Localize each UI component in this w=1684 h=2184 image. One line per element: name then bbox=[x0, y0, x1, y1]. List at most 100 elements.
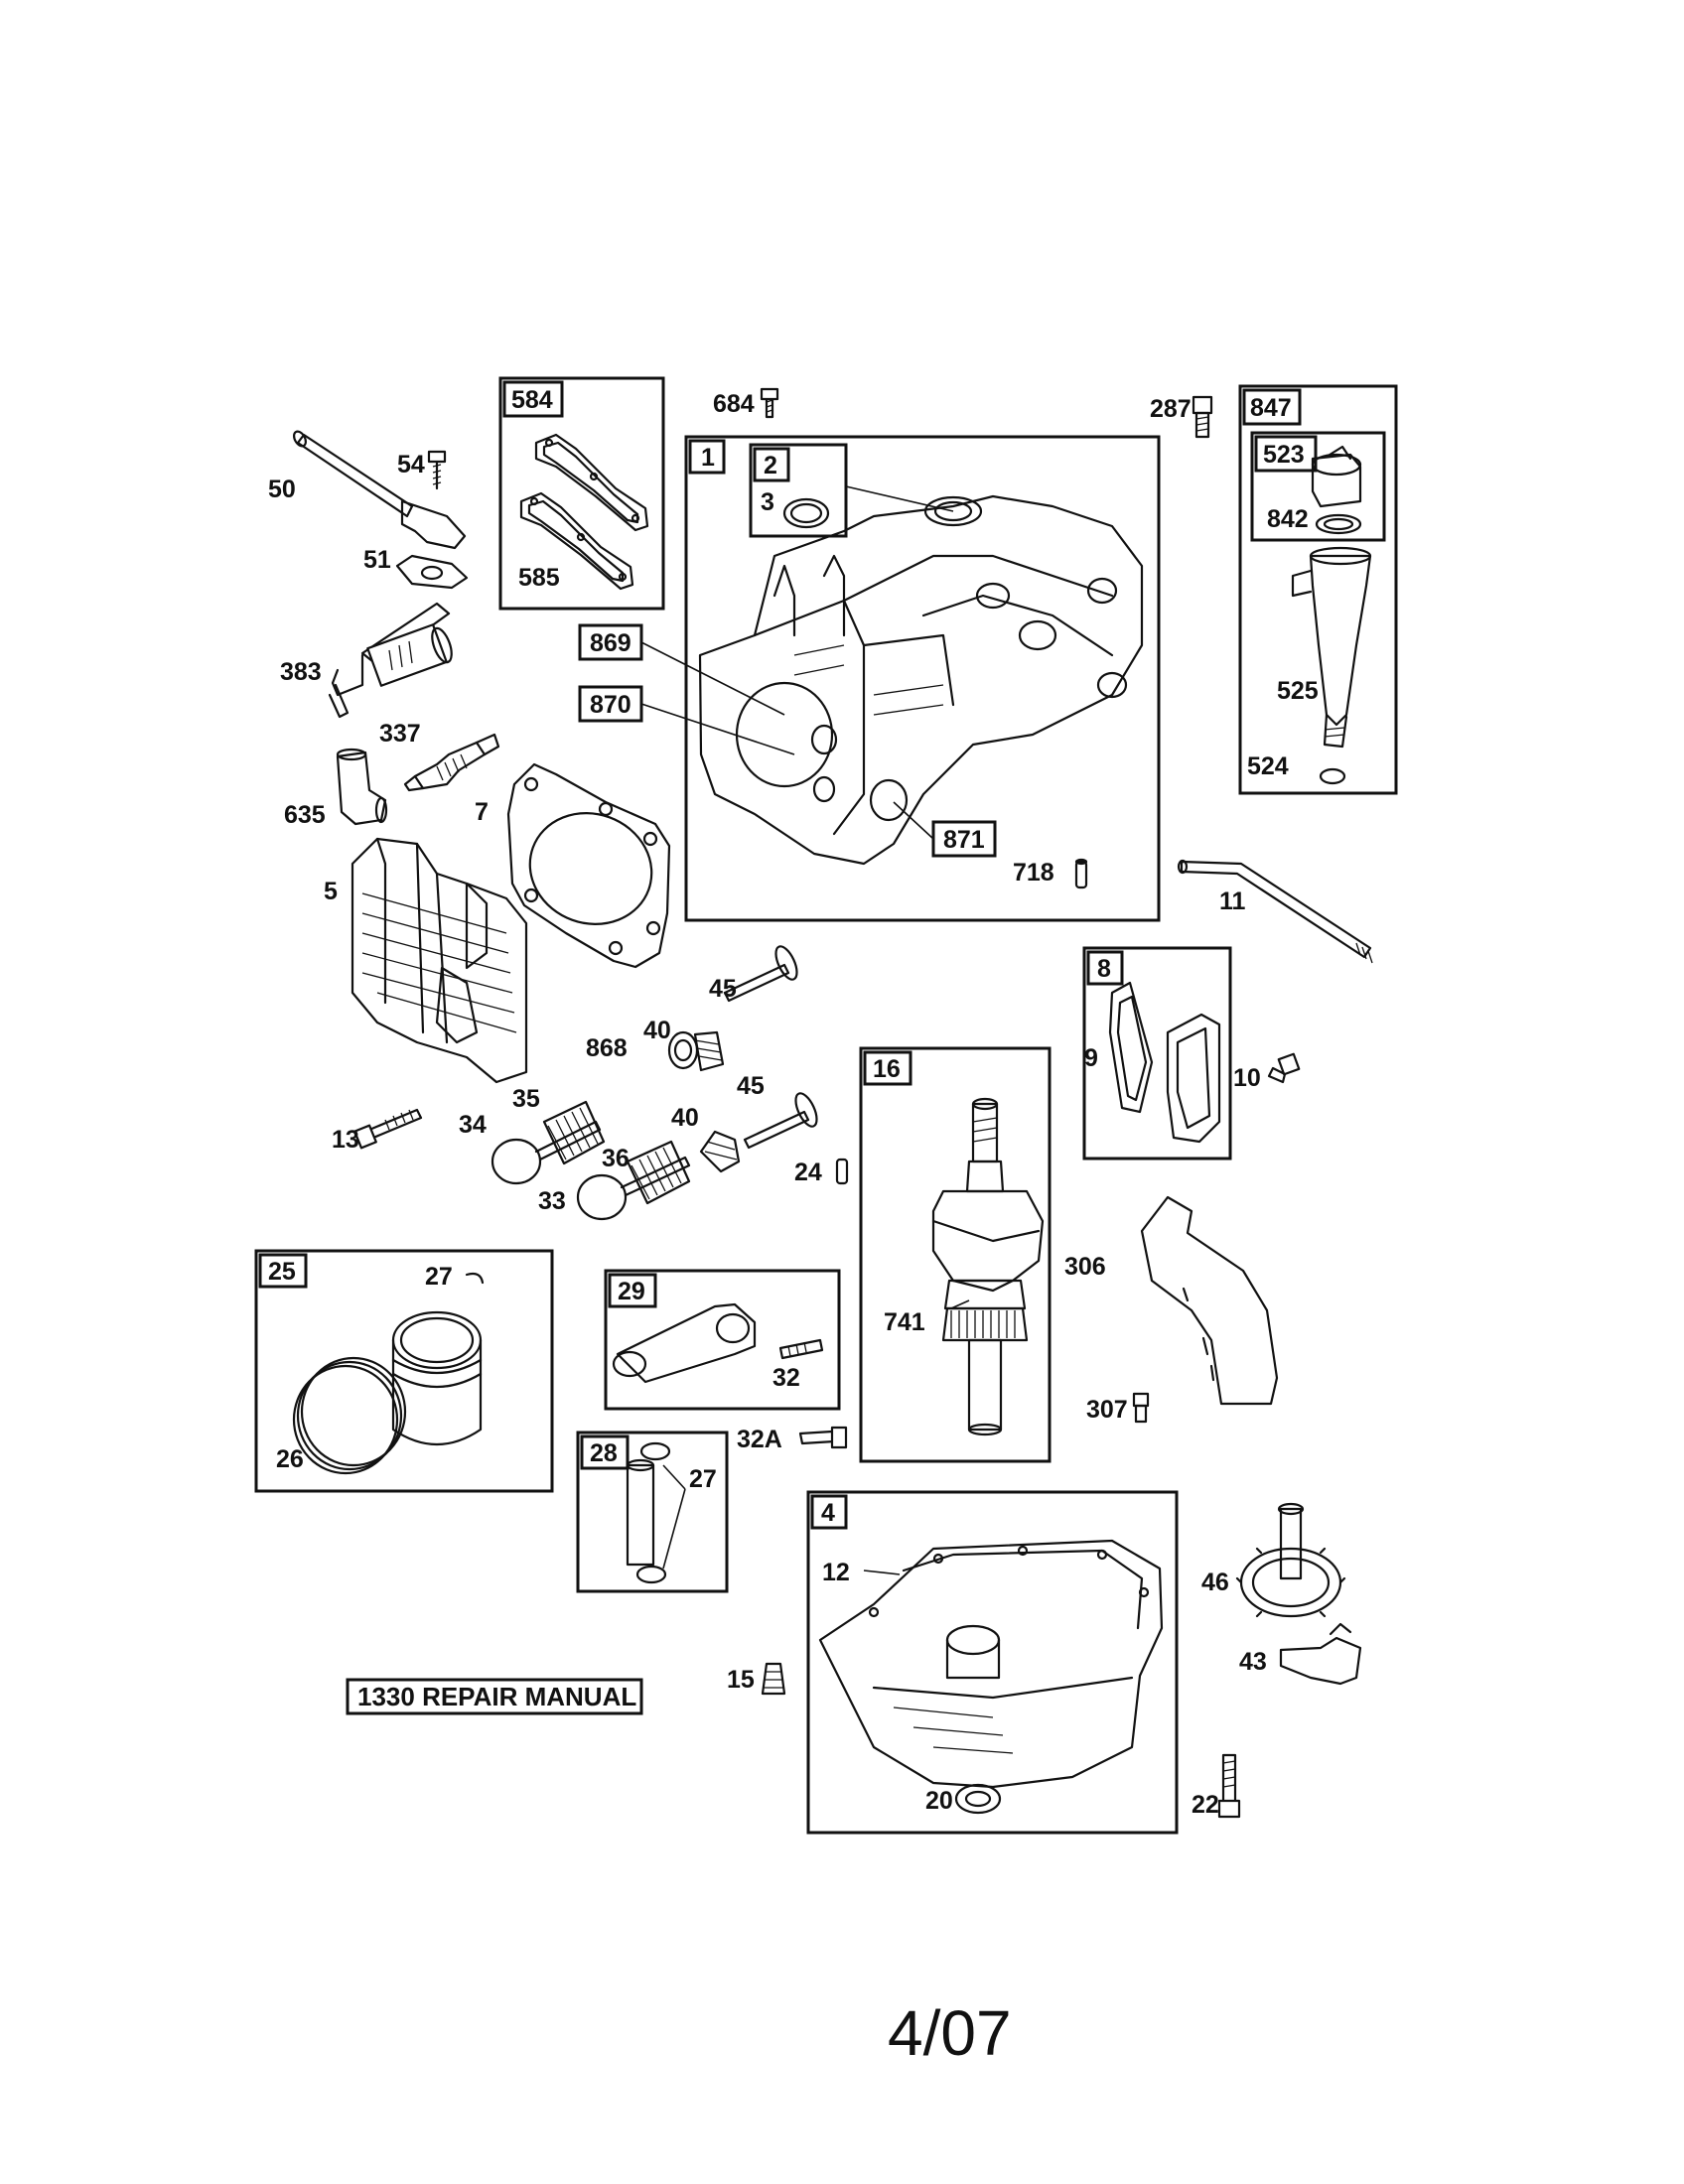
frame-4 bbox=[806, 1490, 1179, 1835]
valve-train-drawing bbox=[491, 945, 818, 1221]
frame-2 bbox=[749, 443, 848, 538]
label-741: 741 bbox=[884, 1308, 925, 1336]
label-20: 20 bbox=[925, 1787, 953, 1815]
screw-684-drawing bbox=[760, 387, 779, 419]
dipstick-cap-drawing bbox=[1311, 445, 1362, 535]
label-337: 337 bbox=[379, 720, 421, 748]
frame-584 bbox=[498, 376, 665, 611]
label-12: 12 bbox=[822, 1559, 850, 1586]
frame-16 bbox=[859, 1046, 1052, 1463]
callout-4: 4 bbox=[821, 1499, 835, 1527]
callout-584: 584 bbox=[511, 386, 553, 414]
frame-1 bbox=[684, 435, 1161, 922]
label-524: 524 bbox=[1247, 752, 1289, 780]
label-525: 525 bbox=[1277, 677, 1319, 705]
label-307: 307 bbox=[1086, 1396, 1128, 1424]
crankcase-drawing bbox=[698, 494, 1144, 866]
cylinder-head-drawing bbox=[351, 837, 528, 1084]
plug-287-drawing bbox=[1192, 395, 1213, 439]
label-50: 50 bbox=[268, 476, 296, 503]
wrist-pin-drawing bbox=[626, 1441, 671, 1584]
label-383: 383 bbox=[280, 658, 322, 686]
spark-plug-drawing bbox=[403, 733, 500, 792]
callout-2: 2 bbox=[764, 452, 777, 479]
dowel-drawing bbox=[1074, 858, 1088, 889]
plug-15-drawing bbox=[761, 1662, 786, 1696]
label-40-lower: 40 bbox=[671, 1104, 699, 1132]
callout-29: 29 bbox=[618, 1278, 645, 1305]
governor-arm-drawing bbox=[1279, 1622, 1362, 1686]
label-842: 842 bbox=[1267, 505, 1309, 533]
shield-306-drawing bbox=[1140, 1195, 1279, 1406]
breather-assembly-drawing bbox=[328, 602, 453, 719]
label-46: 46 bbox=[1201, 1569, 1229, 1596]
label-3: 3 bbox=[761, 488, 774, 516]
label-45-upper: 45 bbox=[709, 975, 737, 1003]
label-40-upper: 40 bbox=[643, 1017, 671, 1044]
repair-manual-box bbox=[346, 1678, 643, 1715]
piston-drawing bbox=[292, 1272, 485, 1475]
callout-16: 16 bbox=[873, 1055, 901, 1083]
label-684: 684 bbox=[713, 390, 755, 418]
callout-869: 869 bbox=[590, 629, 632, 657]
label-32: 32 bbox=[772, 1364, 800, 1392]
callout-870: 870 bbox=[590, 691, 632, 719]
callout-1: 1 bbox=[701, 444, 715, 472]
label-45-lower: 45 bbox=[737, 1072, 765, 1100]
repair-manual-label: 1330 REPAIR MANUAL bbox=[357, 1682, 636, 1711]
breather-tube-drawing bbox=[293, 430, 469, 590]
frame-28 bbox=[576, 1431, 729, 1593]
crankcase-seal-drawing bbox=[782, 497, 830, 529]
label-27-piston: 27 bbox=[425, 1263, 453, 1291]
dipstick-tube-drawing bbox=[1291, 546, 1372, 785]
frame-25 bbox=[254, 1249, 554, 1493]
label-5: 5 bbox=[324, 878, 338, 905]
screw-307-drawing bbox=[1132, 1392, 1150, 1424]
bolt-32A-drawing bbox=[798, 1426, 848, 1449]
label-7: 7 bbox=[475, 798, 489, 826]
label-287: 287 bbox=[1150, 395, 1192, 423]
label-718: 718 bbox=[1013, 859, 1054, 887]
crankshaft-drawing bbox=[931, 1097, 1045, 1436]
label-11: 11 bbox=[1219, 887, 1246, 915]
tube-11-drawing bbox=[1177, 859, 1373, 964]
seal-20-drawing bbox=[954, 1783, 1002, 1815]
label-36: 36 bbox=[602, 1145, 630, 1172]
label-635: 635 bbox=[284, 801, 326, 829]
governor-gear-drawing bbox=[1235, 1502, 1346, 1618]
label-10: 10 bbox=[1233, 1064, 1261, 1092]
sump-drawing bbox=[818, 1539, 1164, 1789]
label-54: 54 bbox=[397, 451, 425, 478]
label-306: 306 bbox=[1064, 1253, 1106, 1281]
label-24: 24 bbox=[794, 1159, 822, 1186]
label-26: 26 bbox=[276, 1445, 304, 1473]
label-34: 34 bbox=[459, 1111, 487, 1139]
label-15: 15 bbox=[727, 1666, 755, 1694]
leader-lines bbox=[640, 485, 970, 1575]
label-868: 868 bbox=[586, 1034, 628, 1062]
rocker-gasket-drawing bbox=[519, 433, 649, 591]
callout-871: 871 bbox=[943, 826, 985, 854]
label-33: 33 bbox=[538, 1187, 566, 1215]
label-43: 43 bbox=[1239, 1648, 1267, 1676]
label-585: 585 bbox=[518, 564, 560, 592]
frame-523 bbox=[1250, 431, 1386, 542]
label-32A: 32A bbox=[737, 1426, 782, 1453]
label-35: 35 bbox=[512, 1085, 540, 1113]
label-9: 9 bbox=[1084, 1044, 1098, 1072]
label-51: 51 bbox=[363, 546, 391, 574]
callout-847: 847 bbox=[1250, 394, 1292, 422]
label-13: 13 bbox=[332, 1126, 359, 1154]
callout-8: 8 bbox=[1097, 955, 1111, 983]
bolt-13-drawing bbox=[353, 1108, 423, 1150]
cover-8-drawing bbox=[1108, 981, 1221, 1144]
connecting-rod-drawing bbox=[612, 1302, 824, 1384]
page-footer-date: 4/07 bbox=[888, 1997, 1012, 2069]
bolt-22-drawing bbox=[1217, 1753, 1241, 1819]
dowel-24-drawing bbox=[835, 1158, 849, 1185]
head-gasket-drawing bbox=[506, 762, 671, 969]
label-27-pin: 27 bbox=[689, 1465, 717, 1493]
callout-25: 25 bbox=[268, 1258, 296, 1286]
callout-28: 28 bbox=[590, 1439, 618, 1467]
frame-847 bbox=[1238, 384, 1398, 795]
